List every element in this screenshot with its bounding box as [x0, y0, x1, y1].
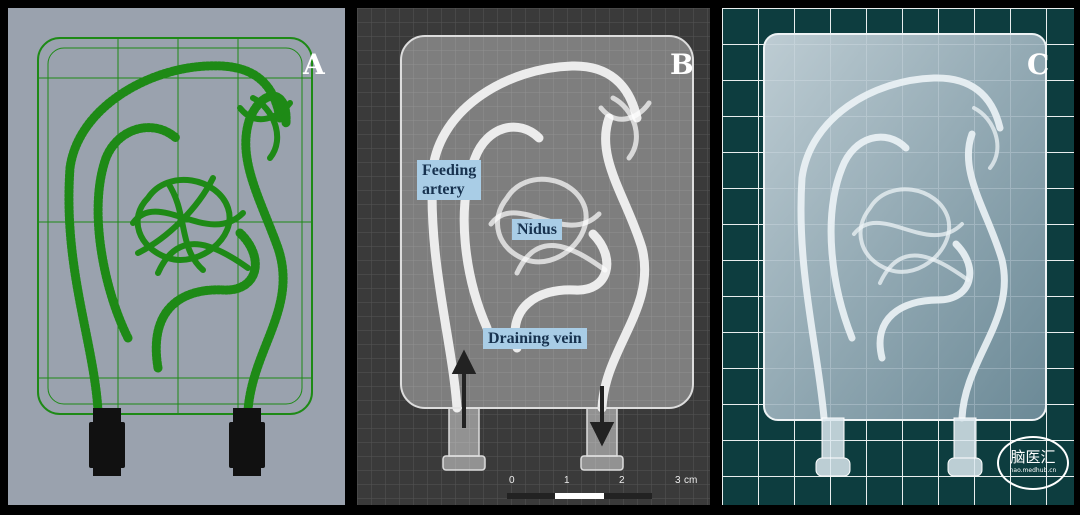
scale-tick-3: 3: [675, 475, 681, 486]
scale-unit: cm: [684, 475, 698, 486]
scale-tick-0: 0: [509, 475, 515, 486]
watermark-sub-text: nao.medhub.cn: [1009, 467, 1057, 474]
panel-a-label: A: [303, 48, 325, 81]
watermark-logo: 脑医汇 nao.medhub.cn: [997, 436, 1069, 490]
physical-model-photo: [722, 8, 1074, 505]
panel-a-wireframe: A: [8, 8, 345, 505]
feeding-artery-callout: Feeding artery: [417, 160, 482, 200]
panel-c-physical-model: C 脑医汇 nao.medhub.cn: [722, 8, 1074, 505]
nidus-callout: Nidus: [512, 219, 563, 240]
scale-tick-2: 2: [619, 475, 625, 486]
draining-vein-callout: Draining vein: [483, 328, 587, 349]
annotated-model: [357, 8, 710, 505]
panel-c-label: C: [1027, 48, 1050, 81]
panel-b-label: B: [670, 48, 694, 81]
panel-b-annotated-render: B Feeding artery Nidus Draining vein 0 1…: [357, 8, 710, 505]
scale-tick-1: 1: [564, 475, 570, 486]
wireframe-model: [37, 37, 313, 476]
watermark-main-text: 脑医汇: [1010, 448, 1056, 466]
